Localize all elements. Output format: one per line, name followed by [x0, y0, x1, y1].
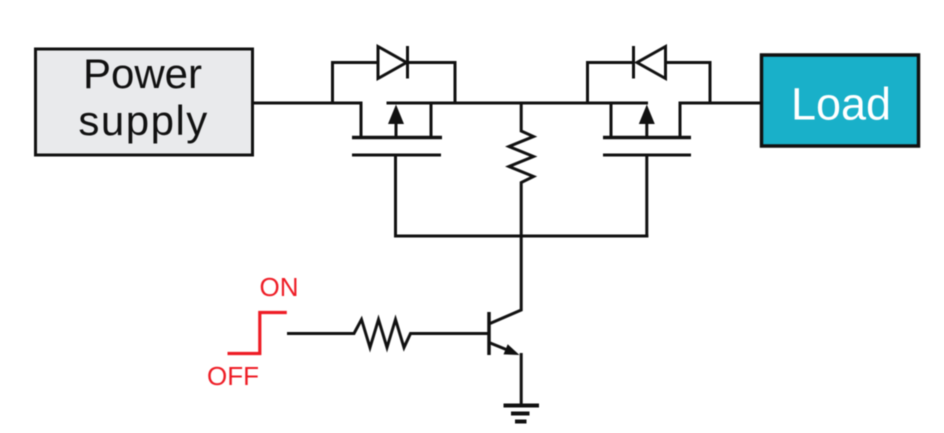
svg-text:Load: Load	[791, 79, 891, 130]
svg-text:supply: supply	[78, 97, 208, 144]
svg-text:Power: Power	[83, 50, 202, 97]
svg-text:OFF: OFF	[207, 361, 259, 391]
svg-text:ON: ON	[260, 272, 299, 302]
